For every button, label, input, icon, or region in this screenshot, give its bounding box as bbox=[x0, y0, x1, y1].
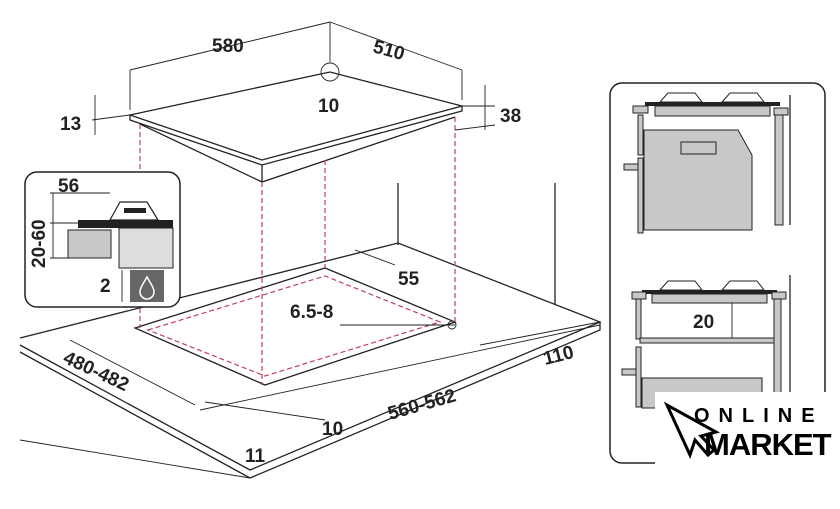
side-section-inset: 56 20-60 2 bbox=[24, 171, 181, 308]
dim-corner-radius: 10 bbox=[318, 96, 339, 117]
dimension-lines bbox=[69, 21, 601, 421]
dim-inset-top: 56 bbox=[58, 176, 79, 197]
dim-front-edge: 11 bbox=[245, 446, 266, 467]
dim-inset-gap: 20-60 bbox=[29, 219, 50, 268]
projection-lines bbox=[139, 117, 456, 385]
dim-screw-hole: 6.5-8 bbox=[290, 302, 333, 323]
dim-cutout-width: 560-562 bbox=[386, 385, 459, 424]
dim-back-clearance: 55 bbox=[398, 269, 420, 290]
dim-hob-height: 38 bbox=[500, 106, 521, 127]
screw-hole-icon bbox=[447, 320, 457, 330]
dim-wall-distance: 110 bbox=[541, 342, 576, 370]
logo-line1: ONLINE bbox=[694, 405, 824, 427]
dim-glass-thickness: 13 bbox=[60, 114, 81, 135]
hob bbox=[127, 62, 465, 183]
gas-flame-icon bbox=[139, 275, 155, 300]
dim-width: 580 bbox=[212, 36, 244, 57]
dim-inset-bottom: 2 bbox=[100, 276, 111, 297]
dim-front-offset: 10 bbox=[322, 419, 343, 440]
logo-line2: MARKET bbox=[704, 427, 832, 462]
online-market-logo: ONLINE MARKET bbox=[655, 392, 840, 464]
dim-cutout-depth: 480-482 bbox=[60, 347, 132, 396]
dim-depth: 510 bbox=[371, 37, 407, 65]
dim-oven-gap: 20 bbox=[693, 312, 714, 333]
cursor-icon bbox=[663, 401, 720, 460]
